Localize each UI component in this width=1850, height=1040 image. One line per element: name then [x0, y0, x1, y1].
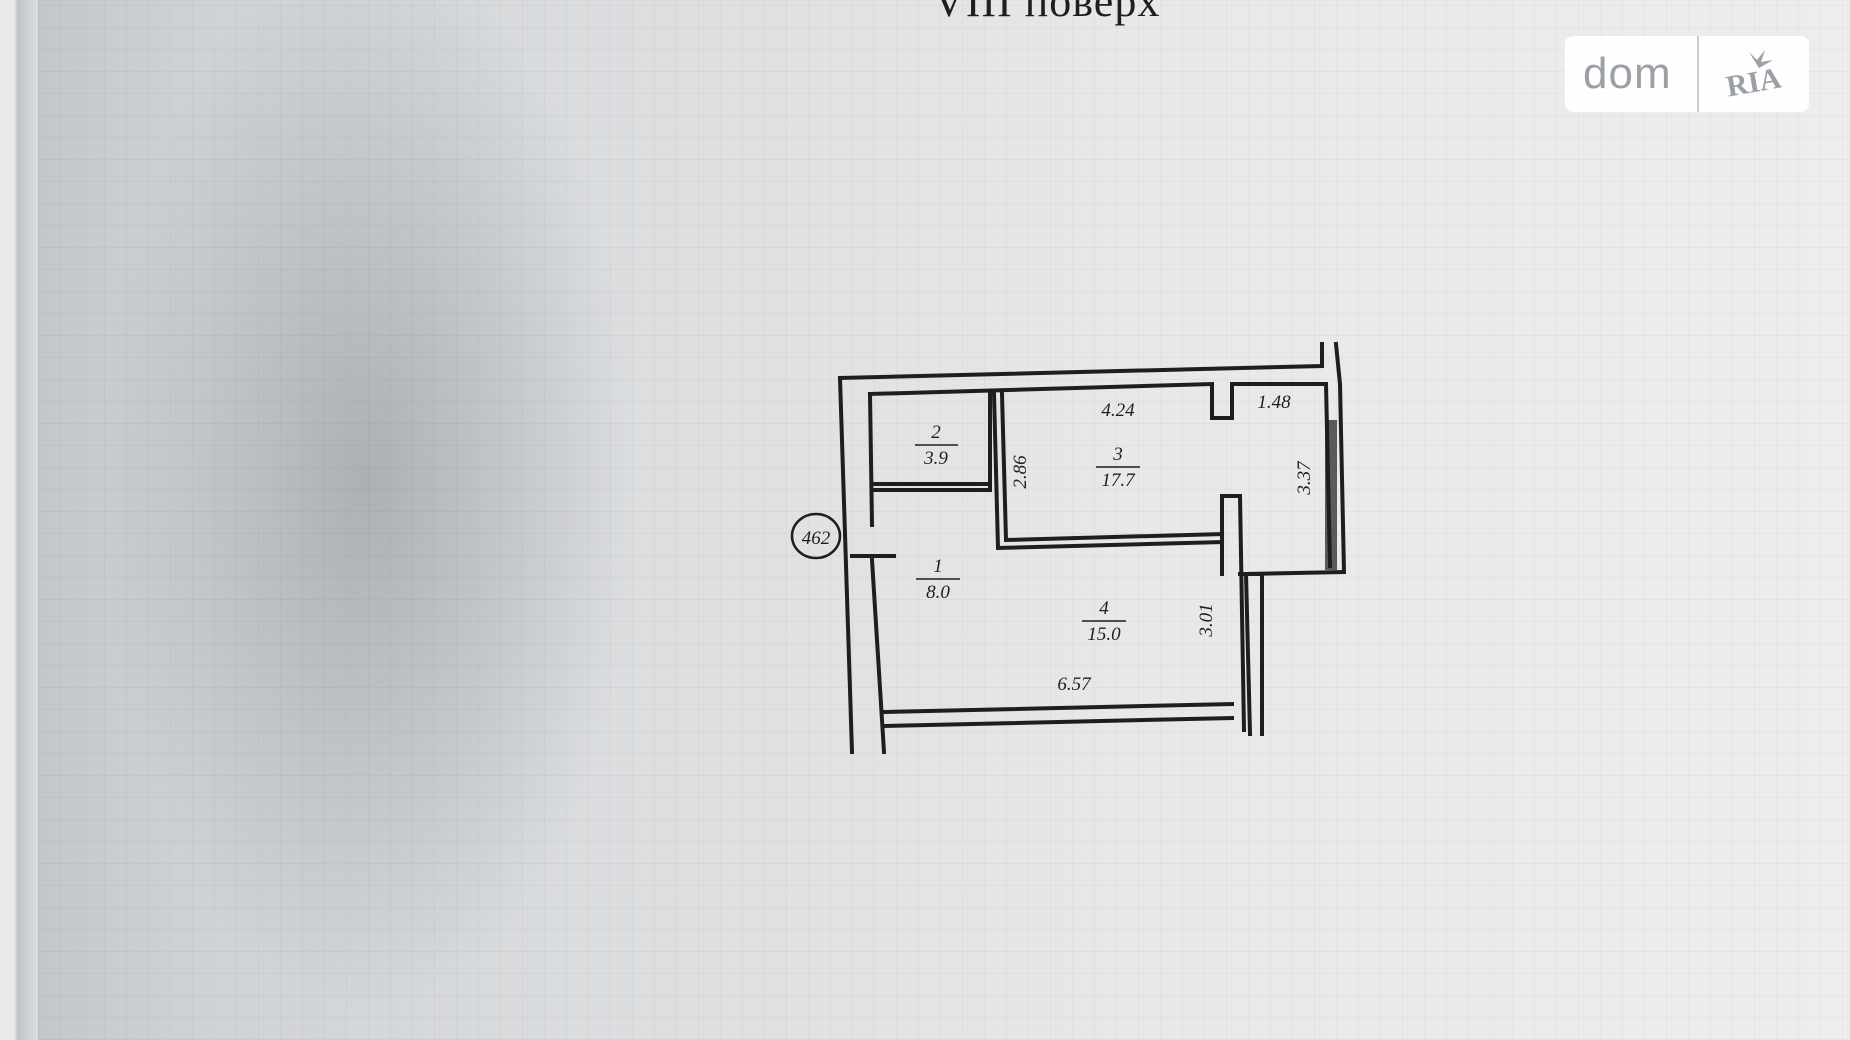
logo-dom-text: dom [1583, 49, 1672, 98]
floor-title: VIII поверх [933, 0, 1161, 26]
outer-wall-left [837, 375, 855, 755]
logo-ria-mark: RIA [1699, 44, 1809, 104]
dimension-label: 3.01 [1196, 603, 1217, 637]
apartment-circle [790, 512, 842, 560]
paper-sheet [38, 0, 1850, 1040]
room-label-3: 3 17.7 [1096, 444, 1140, 491]
dimension-label: 6.57 [1057, 674, 1092, 695]
outer-wall-right [1243, 341, 1347, 577]
room-label-4: 4 15.0 [1082, 598, 1126, 645]
binder-edge [0, 0, 38, 1040]
dimension-label: 1.48 [1257, 392, 1291, 413]
outer-wall-top [837, 342, 1324, 381]
dimension-label: 4.24 [1101, 400, 1135, 421]
dimension-label: 2.86 [1010, 455, 1031, 489]
svg-text:1: 1 [933, 556, 943, 577]
window-right [1325, 420, 1337, 570]
svg-text:3: 3 [1112, 444, 1123, 465]
room-label-2: 2 3.9 [915, 422, 958, 469]
room-3-wall [991, 391, 1225, 551]
svg-text:17.7: 17.7 [1101, 470, 1136, 491]
dom-ria-logo: dom RIA [1565, 36, 1809, 112]
room-label-1: 1 8.0 [916, 556, 960, 603]
apartment-number: 462 [802, 528, 831, 549]
svg-text:4: 4 [1099, 598, 1109, 619]
svg-text:15.0: 15.0 [1087, 624, 1121, 645]
svg-text:3.9: 3.9 [923, 448, 948, 469]
balcony-window [881, 701, 1235, 715]
dimension-label: 3.37 [1294, 460, 1315, 496]
svg-text:8.0: 8.0 [926, 582, 950, 603]
logo-divider [1697, 36, 1699, 112]
ria-star-icon: RIA [1724, 50, 1784, 104]
svg-text:2: 2 [931, 422, 941, 443]
